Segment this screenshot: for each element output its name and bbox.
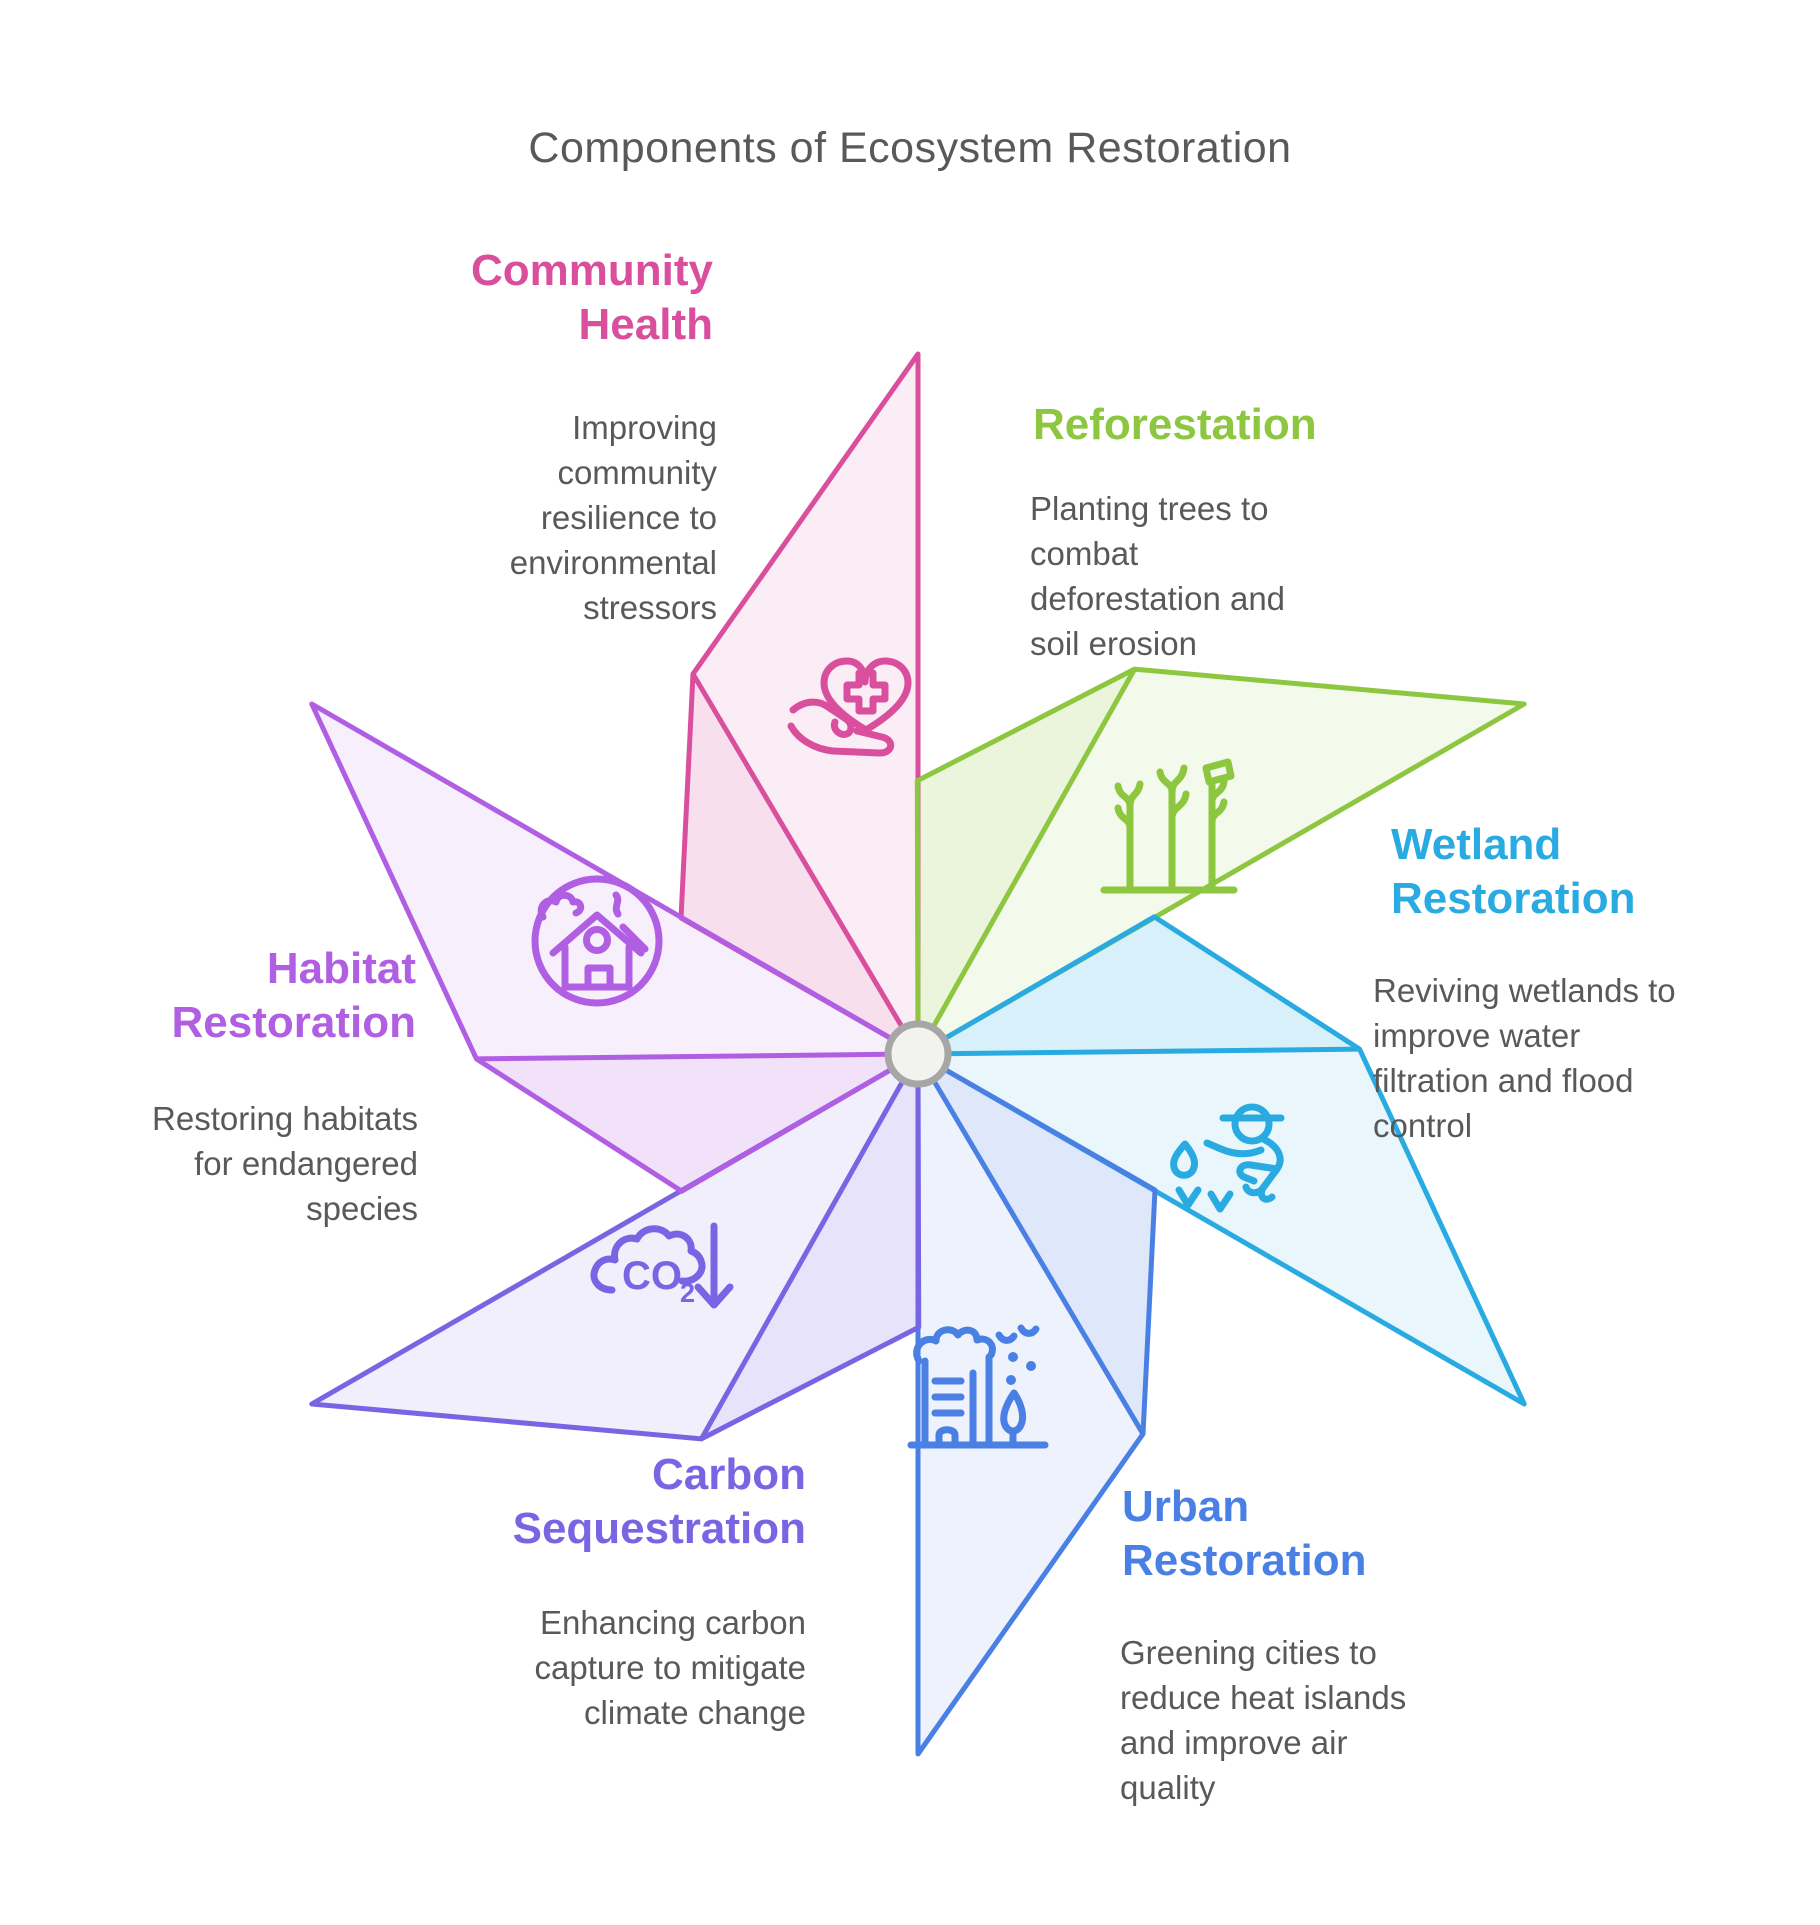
canopy-scallop-2 [1017, 1324, 1040, 1337]
segment-description-habitat-restoration: Restoring habitats for endangered specie… [152, 1100, 418, 1227]
segment-label-wetland-restoration: Wetland Restoration [1391, 820, 1636, 923]
smoke-squiggle [612, 891, 622, 918]
blade-fold-line [476, 1051, 919, 1062]
dot [1006, 1375, 1016, 1385]
head [1231, 1103, 1273, 1145]
cloud-shape [590, 1225, 706, 1294]
young-trees-icon [1100, 758, 1238, 894]
blade-small-panel [917, 916, 1360, 1054]
hand-palm [787, 722, 895, 757]
blade-fold-line [917, 1046, 1360, 1057]
building-door [935, 1426, 959, 1449]
house-walls [561, 943, 633, 991]
blade-wetland-restoration [915, 914, 1527, 1407]
dot [1008, 1352, 1018, 1362]
segment-description-reforestation: Planting trees to combat deforestation a… [1030, 490, 1286, 662]
arm [1203, 1139, 1265, 1158]
co2-subscript: 2 [680, 1278, 695, 1308]
blade-big-panel [918, 1054, 1143, 1754]
building-windows [931, 1377, 965, 1417]
habitat-circle [531, 875, 663, 1007]
habitat-house-icon [531, 875, 663, 1007]
segment-description-community-health: Improving community resilience to enviro… [509, 409, 717, 626]
segment-description-wetland-restoration: Reviving wetlands to improve water filtr… [1373, 972, 1676, 1144]
blade-small-panel [476, 1054, 918, 1192]
person-planting-icon [1170, 1103, 1285, 1213]
diagram-title: Components of Ecosystem Restoration [528, 124, 1292, 172]
green-city-icon [907, 1324, 1049, 1449]
tree-1 [1114, 780, 1144, 894]
co2-capture-icon: CO 2 [590, 1222, 734, 1309]
body [1242, 1136, 1284, 1197]
canopy-scallop-1 [995, 1331, 1018, 1344]
tree-2 [1156, 764, 1190, 894]
segment-description-urban-restoration: Greening cities to reduce heat islands a… [1120, 1634, 1407, 1806]
foot [1257, 1184, 1276, 1203]
medical-cross [843, 669, 889, 715]
co2-label: CO [622, 1254, 682, 1298]
segment-label-habitat-restoration: Habitat Restoration [171, 944, 416, 1047]
knee [1236, 1161, 1281, 1185]
dot [1026, 1361, 1036, 1371]
hub-circle [884, 1020, 952, 1088]
canopy-cloud [913, 1326, 996, 1365]
blade-small-panel [918, 1054, 1155, 1434]
hand-thumb [789, 698, 855, 738]
heart-in-hand-icon [787, 657, 912, 757]
leaf-dots [1006, 1352, 1036, 1385]
blade-big-panel [918, 669, 1525, 1054]
blade-fold-line [915, 1052, 1146, 1436]
house-roof [549, 911, 645, 957]
blade-small-panel [681, 674, 918, 1054]
down-arrow [694, 1222, 734, 1309]
water-drop [1170, 1140, 1199, 1179]
segment-description-carbon-sequestration: Enhancing carbon capture to mitigate cli… [534, 1604, 806, 1731]
tree-3 [1208, 778, 1228, 894]
sprout-2 [1207, 1190, 1234, 1213]
sprout-1 [1175, 1186, 1202, 1209]
blade-fold-line [699, 1052, 921, 1441]
blade-urban-restoration [915, 1051, 1158, 1757]
blade-reforestation [914, 666, 1527, 1057]
segment-label-reforestation: Reforestation [1033, 400, 1317, 449]
cloud-small [537, 891, 585, 921]
house-roof-edge [619, 923, 649, 953]
blade-fold-line [690, 672, 921, 1056]
segment-label-carbon-sequestration: Carbon Sequestration [512, 1450, 806, 1553]
segment-label-community-health: Community Health [471, 246, 713, 349]
house-door [584, 964, 614, 991]
flag [1202, 758, 1235, 786]
segment-label-urban-restoration: Urban Restoration [1122, 1482, 1367, 1585]
blade-fold-line [915, 667, 1137, 1056]
round-window [583, 926, 611, 954]
